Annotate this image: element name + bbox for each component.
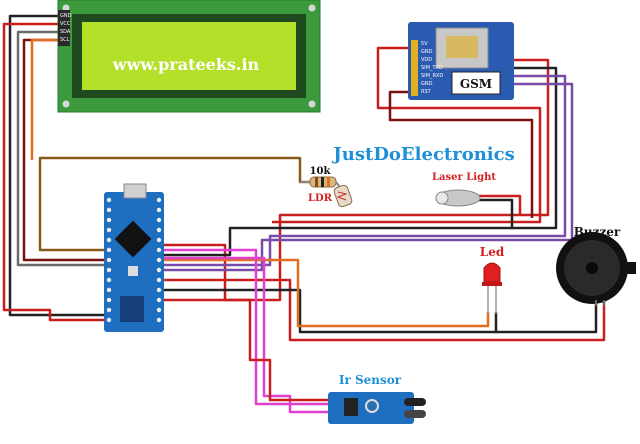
lcd-pin-sda: SDA: [60, 29, 71, 35]
wire-gsm-darkred: [388, 90, 534, 218]
wire-buzzer-black: [160, 288, 598, 334]
wire-lcd-vcc: [2, 22, 110, 322]
gsm-label: GSM: [460, 77, 492, 91]
gsm-pin-rst: RST: [421, 89, 432, 95]
usb-port-icon: [123, 183, 147, 199]
gsm-pin-5v: 5V: [421, 41, 428, 47]
arduino-nano: [104, 183, 164, 332]
gsm-pin-gnd2: GND: [421, 81, 433, 87]
buzzer: Buzzer: [556, 225, 636, 306]
wire-lcd-sda: [16, 30, 110, 267]
lcd-screen: [82, 22, 296, 90]
lcd-pin-vcc: VCC: [60, 21, 71, 27]
wire-ir-magenta2: [160, 256, 330, 414]
led-label: Led: [480, 245, 505, 259]
lcd-module: www.prateeks.in GND VCC SDA SCL: [57, 0, 321, 113]
lcd-pin-gnd: GND: [60, 13, 72, 19]
chip-icon: [114, 220, 152, 258]
wire-nano-gsm-purple: [160, 74, 567, 267]
lcd-pin-scl: SCL: [60, 37, 70, 43]
ldr-icon: [333, 184, 353, 208]
potentiometer-icon: [365, 399, 379, 413]
wire-nano-gsm-black: [160, 66, 558, 257]
wire-orange-top: [30, 38, 58, 160]
resistor-label: 10k: [310, 166, 332, 177]
laser-label: Laser Light: [432, 172, 496, 183]
ir-sensor: Ir Sensor: [328, 373, 426, 424]
lcd-screen-text: www.prateeks.in: [112, 55, 260, 74]
wire-ir-magenta: [160, 248, 330, 406]
gsm-pin-sim-txd: SIM_TXD: [421, 65, 443, 71]
wires: [2, 14, 606, 414]
gsm-pin-gnd: GND: [421, 49, 433, 55]
wire-ir-red: [160, 298, 330, 402]
led: Led: [480, 245, 505, 314]
wire-laser-black: [478, 198, 514, 228]
ldr-label: LDR: [308, 193, 333, 204]
wire-buzzer-red: [160, 278, 606, 342]
wire-lcd-gnd: [8, 14, 110, 317]
ir-emitter-icon: [404, 398, 426, 406]
brand-title: JustDoElectronics: [331, 144, 514, 165]
wire-gsm-red2: [272, 46, 542, 224]
ldr: LDR: [308, 181, 353, 208]
wire-led-orange: [160, 258, 490, 328]
ir-receiver-icon: [404, 410, 426, 418]
gsm-pin-vdd: VDD: [421, 57, 432, 63]
wire-nano-gsm-purple2: [160, 82, 574, 272]
ir-sensor-label: Ir Sensor: [339, 373, 402, 387]
led-icon: [483, 262, 501, 283]
resistor-10k: 10k: [300, 166, 337, 188]
wire-laser-red: [478, 194, 522, 215]
laser-module: Laser Light: [432, 172, 496, 207]
gsm-pin-sim-rxd: SIM_RXD: [421, 73, 443, 79]
gsm-module: GSM 5V GND VDD SIM_TXD SIM_RXD GND RST: [408, 22, 514, 100]
